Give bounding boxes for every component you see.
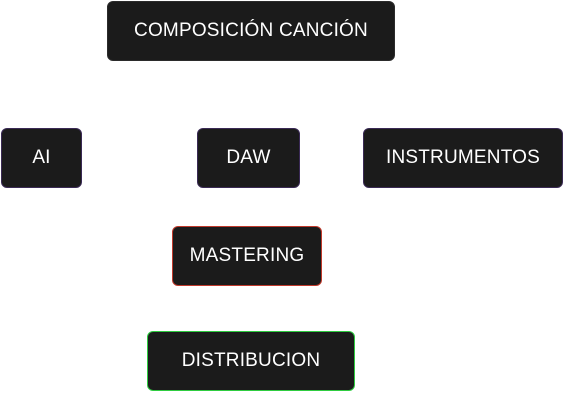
node-mastering[interactable]: MASTERING bbox=[172, 226, 322, 286]
node-label: AI bbox=[32, 147, 51, 168]
node-composicion-cancion[interactable]: COMPOSICIÓN CANCIÓN bbox=[107, 1, 395, 61]
node-label: MASTERING bbox=[189, 245, 305, 266]
node-ai[interactable]: AI bbox=[1, 128, 82, 188]
node-distribucion[interactable]: DISTRIBUCION bbox=[147, 331, 355, 391]
node-label: COMPOSICIÓN CANCIÓN bbox=[134, 20, 368, 41]
node-instrumentos[interactable]: INSTRUMENTOS bbox=[363, 128, 563, 188]
node-label: INSTRUMENTOS bbox=[385, 147, 541, 168]
node-label: DISTRIBUCION bbox=[181, 350, 321, 371]
node-daw[interactable]: DAW bbox=[197, 128, 300, 188]
node-label: DAW bbox=[226, 147, 271, 168]
